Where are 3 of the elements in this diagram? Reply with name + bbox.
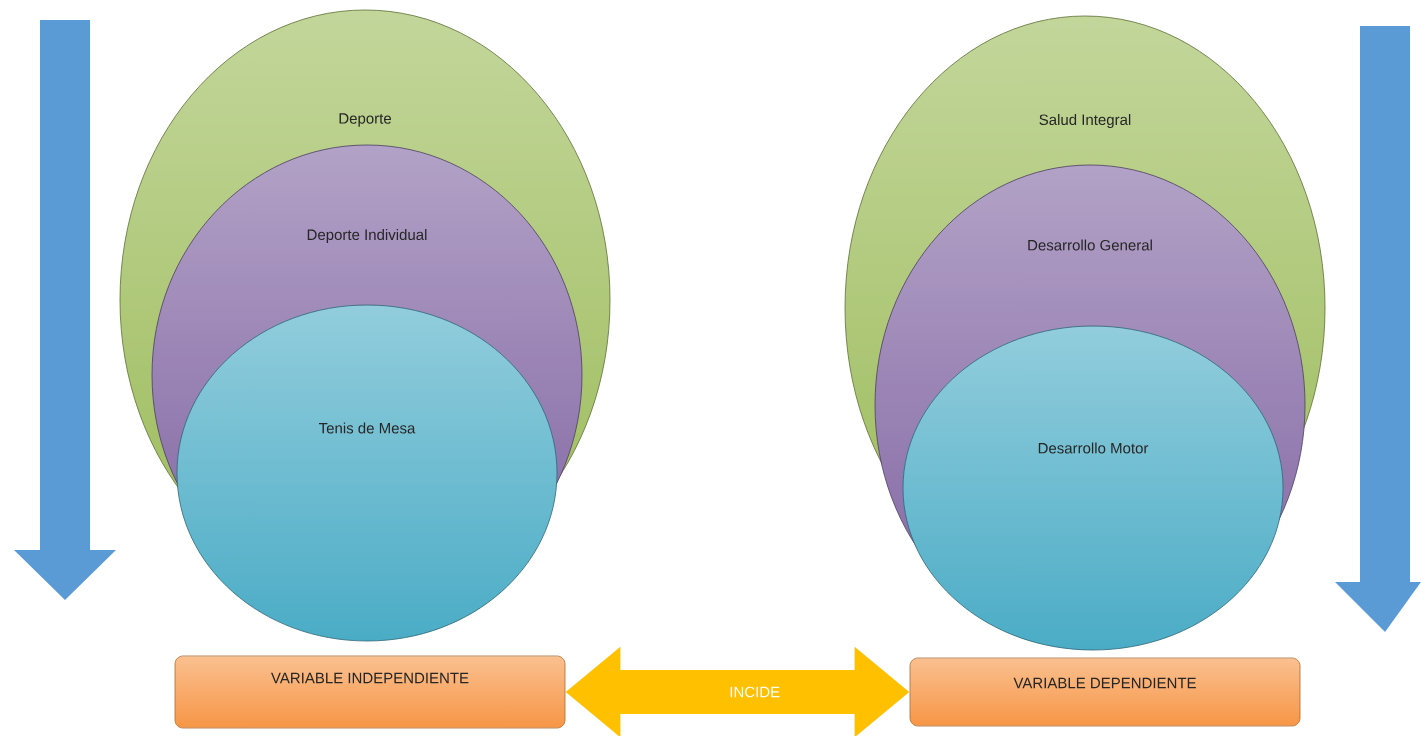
variable-box: VARIABLE INDEPENDIENTE (174, 655, 566, 729)
variable-box: VARIABLE DEPENDIENTE (909, 657, 1301, 727)
edge-label: INCIDE (730, 686, 780, 698)
